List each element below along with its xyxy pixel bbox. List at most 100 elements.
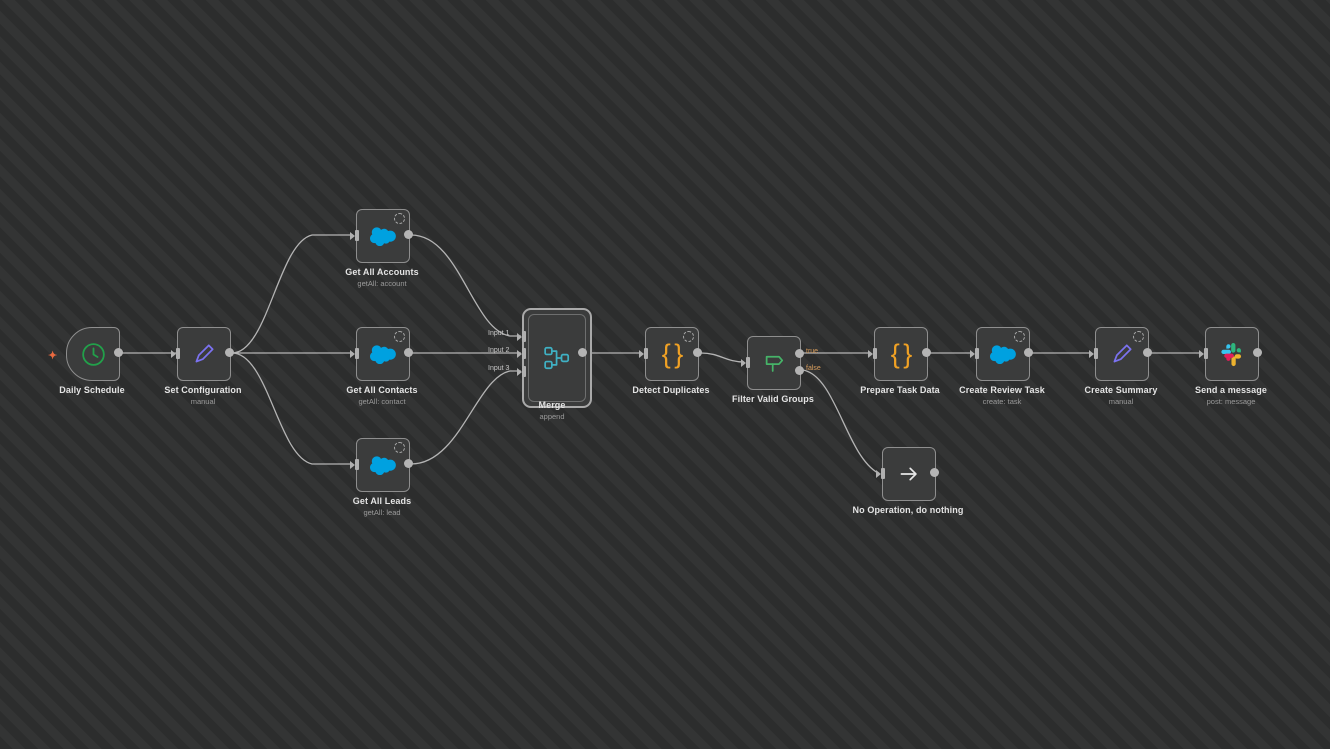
signpost-icon: [765, 355, 784, 372]
loading-spinner-icon: [683, 331, 694, 342]
node-create-summary[interactable]: Create Summary manual: [1085, 327, 1157, 406]
node-get-all-accounts[interactable]: Get All Accounts getAll: account: [345, 209, 419, 288]
port-out-no-operation[interactable]: [930, 468, 939, 477]
edge-detect-to-filter: [700, 352, 745, 363]
clock-icon: [81, 342, 105, 366]
node-label-no-operation: No Operation, do nothing: [852, 505, 964, 515]
node-label-get-all-accounts: Get All Accounts: [345, 267, 419, 277]
node-label-create-review-task: Create Review Task: [959, 385, 1045, 395]
port-in-send-a-message[interactable]: [1199, 348, 1208, 359]
port-out-create-review-task[interactable]: [1024, 348, 1033, 357]
loading-spinner-icon: [1133, 331, 1144, 342]
node-label-get-all-contacts: Get All Contacts: [346, 385, 418, 395]
port-label-merge-input-2: Input 2: [488, 347, 510, 354]
node-get-all-contacts-box[interactable]: [356, 327, 410, 381]
port-label-merge-input-1: Input 1: [488, 330, 510, 337]
arrow-right-icon: [900, 467, 917, 481]
node-label-merge: Merge: [538, 400, 566, 410]
node-create-review-task[interactable]: Create Review Task create: task: [959, 327, 1045, 406]
node-no-operation-box[interactable]: [882, 447, 936, 501]
port-in-merge-1[interactable]: [517, 331, 526, 342]
node-label-create-summary: Create Summary: [1084, 385, 1158, 395]
port-out-daily-schedule[interactable]: [114, 348, 123, 357]
port-out-get-all-accounts[interactable]: [404, 230, 413, 239]
node-daily-schedule[interactable]: ✦ Daily Schedule: [48, 327, 125, 395]
port-in-prepare-task-data[interactable]: [868, 348, 877, 359]
salesforce-icon: [370, 344, 396, 364]
port-out-merge[interactable]: [578, 348, 587, 357]
node-filter-valid-groups[interactable]: true false Filter Valid Groups: [732, 336, 821, 404]
node-filter-valid-groups-box[interactable]: [747, 336, 801, 390]
port-out-send-a-message[interactable]: [1253, 348, 1262, 357]
node-detect-duplicates-box[interactable]: { }: [645, 327, 699, 381]
node-label-prepare-task-data: Prepare Task Data: [860, 385, 940, 395]
node-set-configuration[interactable]: Set Configuration manual: [164, 327, 242, 406]
port-in-filter-valid-groups[interactable]: [741, 357, 750, 368]
edge-set-to-leads: [231, 352, 353, 465]
pen-icon: [1113, 344, 1132, 363]
port-in-merge-2[interactable]: [517, 348, 526, 359]
node-label-filter-valid-groups: Filter Valid Groups: [732, 394, 814, 404]
node-detect-duplicates[interactable]: { } Detect Duplicates: [632, 327, 710, 395]
port-out-detect-duplicates[interactable]: [693, 348, 702, 357]
merge-icon: [544, 346, 570, 370]
port-in-get-all-leads[interactable]: [350, 459, 359, 470]
code-braces-icon: { }: [661, 338, 683, 369]
salesforce-icon: [370, 455, 396, 475]
node-create-review-task-box[interactable]: [976, 327, 1030, 381]
port-in-get-all-contacts[interactable]: [350, 348, 359, 359]
node-get-all-accounts-box[interactable]: [356, 209, 410, 263]
port-in-get-all-accounts[interactable]: [350, 230, 359, 241]
port-in-merge-3[interactable]: [517, 366, 526, 377]
node-merge-box[interactable]: [522, 308, 592, 408]
port-out-get-all-leads[interactable]: [404, 459, 413, 468]
node-set-configuration-box[interactable]: [177, 327, 231, 381]
node-get-all-contacts[interactable]: Get All Contacts getAll: contact: [346, 327, 418, 406]
salesforce-icon: [370, 226, 396, 246]
loading-spinner-icon: [394, 442, 405, 453]
port-out-filter-true[interactable]: [795, 349, 804, 358]
port-in-create-review-task[interactable]: [970, 348, 979, 359]
node-prepare-task-data[interactable]: { } Prepare Task Data: [860, 327, 940, 395]
node-send-a-message-box[interactable]: [1205, 327, 1259, 381]
port-in-detect-duplicates[interactable]: [639, 348, 648, 359]
salesforce-icon: [990, 344, 1016, 364]
node-sub-send-a-message: post: message: [1206, 397, 1256, 406]
code-braces-icon: { }: [890, 338, 912, 369]
port-in-set-configuration[interactable]: [171, 348, 180, 359]
node-send-a-message[interactable]: Send a message post: message: [1195, 327, 1267, 406]
node-label-send-a-message: Send a message: [1195, 385, 1267, 395]
port-label-filter-true: true: [806, 348, 819, 355]
node-sub-create-summary: manual: [1108, 397, 1134, 406]
port-out-set-configuration[interactable]: [225, 348, 234, 357]
node-get-all-leads-box[interactable]: [356, 438, 410, 492]
port-in-create-summary[interactable]: [1089, 348, 1098, 359]
node-label-get-all-leads: Get All Leads: [352, 496, 412, 506]
node-merge[interactable]: Input 1 Input 2 Input 3 Merge append: [488, 308, 592, 421]
port-in-no-operation[interactable]: [876, 468, 885, 479]
node-sub-get-all-accounts: getAll: account: [357, 279, 407, 288]
loading-spinner-icon: [1014, 331, 1025, 342]
node-sub-get-all-contacts: getAll: contact: [358, 397, 406, 406]
node-prepare-task-data-box[interactable]: { }: [874, 327, 928, 381]
node-daily-schedule-box[interactable]: [66, 327, 120, 381]
merge-selection-frame: [528, 314, 586, 402]
port-label-merge-input-3: Input 3: [488, 365, 510, 372]
edge-set-to-accounts: [231, 234, 353, 354]
port-label-filter-false: false: [806, 365, 821, 372]
node-create-summary-box[interactable]: [1095, 327, 1149, 381]
node-sub-merge: append: [539, 412, 565, 421]
port-out-prepare-task-data[interactable]: [922, 348, 931, 357]
node-no-operation[interactable]: No Operation, do nothing: [853, 447, 963, 515]
node-sub-create-review-task: create: task: [982, 397, 1022, 406]
node-sub-get-all-leads: getAll: lead: [363, 508, 401, 517]
port-out-get-all-contacts[interactable]: [404, 348, 413, 357]
node-sub-set-configuration: manual: [190, 397, 216, 406]
slack-icon: [1220, 342, 1241, 366]
node-label-detect-duplicates: Detect Duplicates: [632, 385, 710, 395]
port-out-filter-false[interactable]: [795, 366, 804, 375]
port-out-create-summary[interactable]: [1143, 348, 1152, 357]
node-get-all-leads[interactable]: Get All Leads getAll: lead: [350, 438, 413, 517]
loading-spinner-icon: [394, 213, 405, 224]
